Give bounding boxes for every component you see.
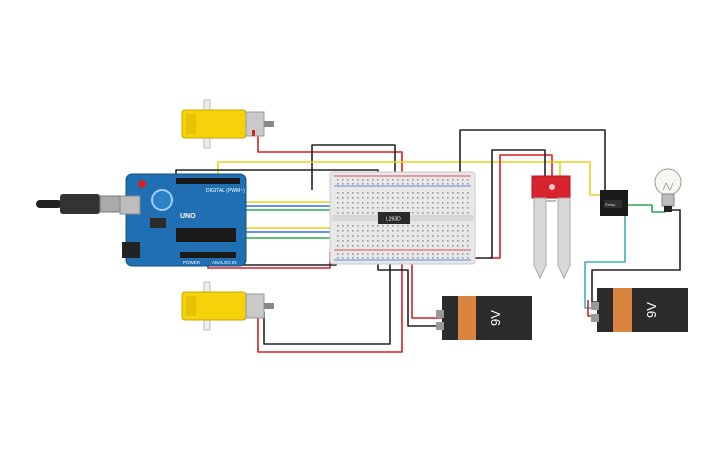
wire-top-black-2 [311, 144, 396, 190]
sensor-probe-left [533, 197, 547, 280]
usb-cable [36, 194, 125, 214]
motor-driver-ic[interactable]: L293D [378, 212, 410, 224]
power-analog-header [180, 252, 236, 258]
wire-yellow-signal [217, 161, 600, 196]
light-bulb-icon[interactable] [654, 168, 682, 212]
wire-black-sensor [465, 149, 546, 259]
dc-motor-top[interactable] [181, 99, 274, 149]
relay-module[interactable]: Relay [600, 190, 628, 216]
battery-9v-left[interactable]: 9V [436, 296, 532, 340]
wire-top-motor-red [257, 135, 403, 190]
wire-relay-battery-teal [584, 215, 626, 309]
driver-ic-label: L293D [386, 217, 401, 223]
power-label: POWER [183, 260, 201, 265]
wire-yellow-sensor [548, 161, 561, 178]
battery-right-label: 9V [644, 302, 659, 318]
battery-9v-right[interactable]: 9V [591, 288, 688, 332]
digital-header [176, 178, 240, 184]
dc-motor-bottom[interactable] [181, 281, 274, 331]
microcontroller-chip [176, 228, 236, 242]
reset-button[interactable] [138, 180, 146, 188]
soil-moisture-sensor[interactable]: Soil Moisture Sensor [531, 175, 571, 280]
sensor-label: Soil Moisture Sensor [536, 199, 569, 203]
arduino-logo-icon [151, 189, 173, 211]
wire-battery-left-red [411, 248, 442, 319]
sensor-probe-right [557, 197, 571, 280]
wire-bottom-motor-red [257, 248, 403, 353]
power-jack [122, 242, 140, 258]
digital-header-label: DIGITAL (PWM~) [206, 188, 245, 194]
breadboard-holes [337, 179, 469, 259]
battery-left-label: 9V [488, 310, 503, 326]
wire-black-top-long [459, 129, 606, 190]
arduino-uno[interactable]: DIGITAL (PWM~) POWER ANALOG IN UNO [119, 173, 247, 267]
uno-label: UNO [180, 213, 196, 220]
wire-bottom-motor-black [263, 248, 391, 345]
wire-relay-lamp-green [628, 204, 665, 213]
relay-label: Relay [605, 202, 615, 207]
wire-relay-lamp-black [605, 209, 681, 271]
usb-port [119, 195, 141, 215]
analog-label: ANALOG IN [212, 260, 237, 265]
